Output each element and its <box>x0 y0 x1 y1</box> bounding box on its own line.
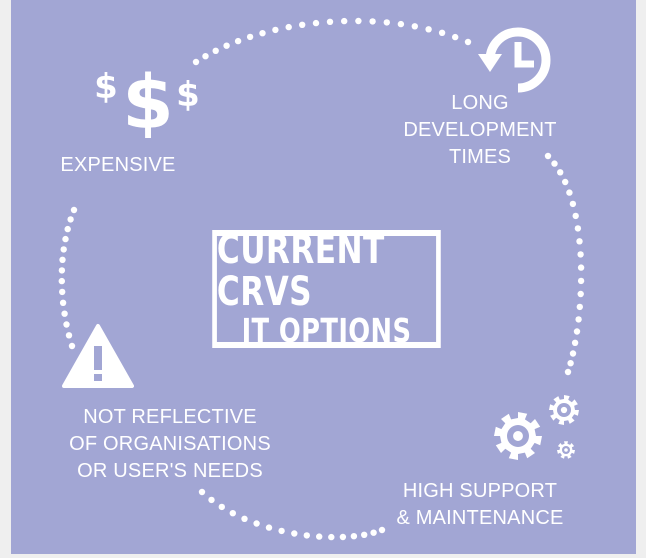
cycle-dot <box>425 26 432 33</box>
cycle-dot <box>576 303 583 311</box>
clock-history-icon <box>478 27 551 93</box>
cycle-dot <box>564 368 572 376</box>
cycle-dot <box>316 533 323 540</box>
cycle-dot <box>59 299 67 306</box>
cycle-dot <box>61 310 68 317</box>
gears-icon <box>494 395 579 460</box>
cycle-dot <box>60 246 67 253</box>
warning-icon <box>62 324 134 388</box>
item-high-support-line-1: HIGH SUPPORT <box>402 480 558 502</box>
cycle-dot <box>566 189 573 196</box>
cycle-dot <box>411 23 418 30</box>
cycle-dot <box>259 30 266 37</box>
cycle-dot <box>569 200 577 208</box>
item-long-development-line-2: DEVELOPMENT <box>403 119 557 141</box>
cycle-dot <box>369 18 376 25</box>
cycle-dot <box>229 510 236 517</box>
cycle-dot <box>438 29 446 36</box>
cycle-dot <box>291 530 298 537</box>
item-not-reflective-line-2: OF ORGANISATIONS <box>69 433 271 455</box>
cycle-dot <box>278 527 285 535</box>
cycle-dot <box>202 53 209 60</box>
svg-text:$: $ <box>94 67 118 107</box>
dollar-signs-icon: $ $ $ <box>94 60 200 138</box>
cycle-dot <box>575 316 582 323</box>
item-long-development-line-1: LONG <box>451 92 509 114</box>
cycle-dot <box>68 342 76 350</box>
cycle-dot <box>573 328 581 335</box>
cycle-dot <box>198 488 206 496</box>
cycle-dot <box>241 515 248 522</box>
cycle-dot <box>58 267 66 274</box>
item-long-development-label: LONG DEVELOPMENT TIMES <box>380 90 580 171</box>
cycle-dot <box>303 532 310 539</box>
cycle-dot <box>339 533 347 541</box>
cycle-dot <box>574 225 582 232</box>
item-high-support-line-2: & MAINTENANCE <box>396 507 564 529</box>
cycle-dot <box>383 19 390 26</box>
svg-text:$: $ <box>122 60 174 138</box>
item-not-reflective-label: NOT REFLECTIVE OF ORGANISATIONS OR USER'… <box>40 404 300 485</box>
cycle-dot <box>370 529 377 536</box>
cycle-dot <box>246 33 254 41</box>
cycle-dot <box>577 264 585 271</box>
cycle-dot <box>192 58 200 66</box>
cycle-dot <box>576 238 583 245</box>
cycle-dot <box>562 178 569 186</box>
cycle-dot <box>63 321 70 328</box>
cycle-dot <box>569 350 577 357</box>
cycle-dot <box>577 290 584 298</box>
item-not-reflective-line-3: OR USER'S NEEDS <box>77 460 263 482</box>
cycle-dot <box>355 17 362 25</box>
cycle-dot <box>59 256 66 263</box>
cycle-dot <box>572 212 579 220</box>
cycle-dot <box>272 26 279 34</box>
cycle-dot <box>223 42 230 49</box>
cycle-dot <box>571 339 579 346</box>
cycle-dot <box>551 160 558 167</box>
cycle-dot <box>544 152 552 160</box>
cycle-dot <box>464 38 472 46</box>
cycle-dot <box>58 277 65 285</box>
cycle-dot <box>341 17 348 25</box>
cycle-dot <box>397 20 405 28</box>
cycle-dot <box>64 225 71 233</box>
item-long-development-line-3: TIMES <box>448 146 512 168</box>
cycle-dot <box>65 332 73 339</box>
cycle-dot <box>265 524 273 531</box>
cycle-dot <box>361 531 368 538</box>
item-not-reflective-line-1: NOT REFLECTIVE <box>83 406 257 428</box>
cycle-dot <box>67 216 74 223</box>
cycle-dot <box>452 33 459 41</box>
center-title-box: CURRENT CRVS IT OPTIONS <box>212 227 441 350</box>
cycle-dot <box>577 251 584 258</box>
cycle-dot <box>218 503 225 511</box>
diagram-panel <box>11 0 636 554</box>
cycle-dot <box>312 19 320 27</box>
cycle-dot <box>567 360 574 367</box>
cycle-dot <box>285 23 292 31</box>
cycle-dot <box>212 47 219 54</box>
cycle-dot <box>378 526 386 534</box>
cycle-dot <box>253 520 260 527</box>
cycle-dot <box>326 18 334 25</box>
svg-text:$: $ <box>176 75 200 115</box>
title-line-1: CURRENT CRVS <box>216 227 385 315</box>
cycle-dot <box>59 288 66 296</box>
item-expensive-label: EXPENSIVE <box>28 152 208 179</box>
cycle-dot <box>234 37 242 45</box>
cycle-dot <box>62 235 69 243</box>
cycle-dot <box>299 21 306 28</box>
cycle-dot <box>328 533 335 541</box>
cycle-dot <box>577 277 585 285</box>
item-high-support-label: HIGH SUPPORT & MAINTENANCE <box>370 478 590 532</box>
cycle-dot <box>208 496 215 504</box>
title-line-2: IT OPTIONS <box>241 311 412 350</box>
cycle-dot <box>70 206 78 214</box>
item-expensive-line-1: EXPENSIVE <box>60 154 176 176</box>
cycle-dot <box>557 169 564 176</box>
cycle-dot <box>350 533 358 540</box>
